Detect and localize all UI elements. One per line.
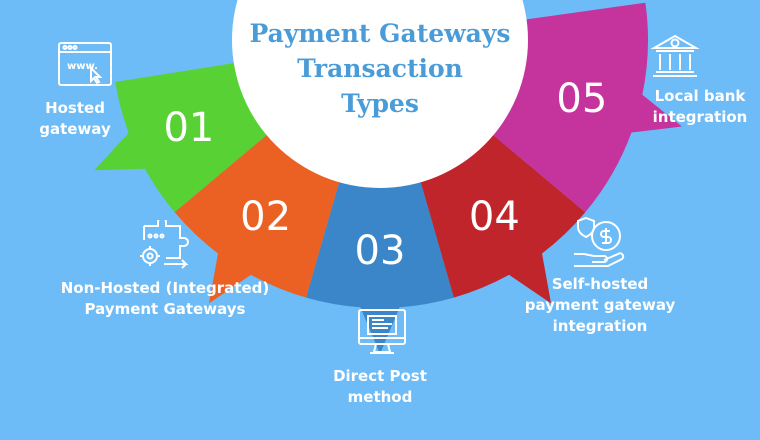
label-line: Local bank — [654, 87, 746, 105]
label-line: payment gateway — [524, 296, 676, 314]
label-non-hosted-gateways: Non-Hosted (Integrated) Payment Gateways — [40, 278, 290, 320]
segment-number: 04 — [469, 194, 520, 240]
label-line: Self-hosted — [551, 275, 649, 293]
label-line: method — [347, 388, 413, 406]
label-hosted-gateway: Hosted gateway — [10, 98, 140, 140]
label-line: Payment Gateways — [84, 300, 246, 318]
title-line-1: Payment Gateways — [250, 19, 511, 48]
label-self-hosted-integration: Self-hosted payment gateway integration — [505, 274, 695, 337]
segment-non-hosted — [174, 129, 342, 304]
label-local-bank-integration: Local bank integration — [640, 86, 760, 128]
bank-icon — [650, 34, 700, 77]
title-line-2: Transaction — [297, 54, 463, 83]
monitor-icon — [358, 309, 406, 354]
label-line: gateway — [39, 120, 111, 138]
title-line-3: Types — [341, 89, 419, 118]
segment-number: 01 — [163, 105, 214, 151]
label-line: Hosted — [45, 99, 105, 117]
label-direct-post-method: Direct Post method — [300, 366, 460, 408]
segment-direct-post — [306, 174, 454, 354]
label-line: Non-Hosted (Integrated) — [60, 279, 270, 297]
center-circle — [232, 0, 528, 188]
hand-dollar-shield-icon — [574, 216, 625, 267]
label-line: Direct Post — [333, 367, 427, 385]
svg-text:www.: www. — [67, 61, 98, 72]
segment-local-bank — [487, 2, 682, 213]
segment-number: 05 — [556, 76, 607, 122]
segment-number: 03 — [355, 228, 406, 274]
puzzle-gear-icon — [140, 220, 189, 269]
segment-hosted-gateway — [94, 61, 273, 213]
segment-number: 02 — [240, 194, 291, 240]
label-line: integration — [652, 108, 748, 126]
browser-www-icon: www. — [58, 42, 112, 86]
label-line: integration — [552, 317, 648, 335]
segment-self-hosted — [418, 129, 586, 304]
